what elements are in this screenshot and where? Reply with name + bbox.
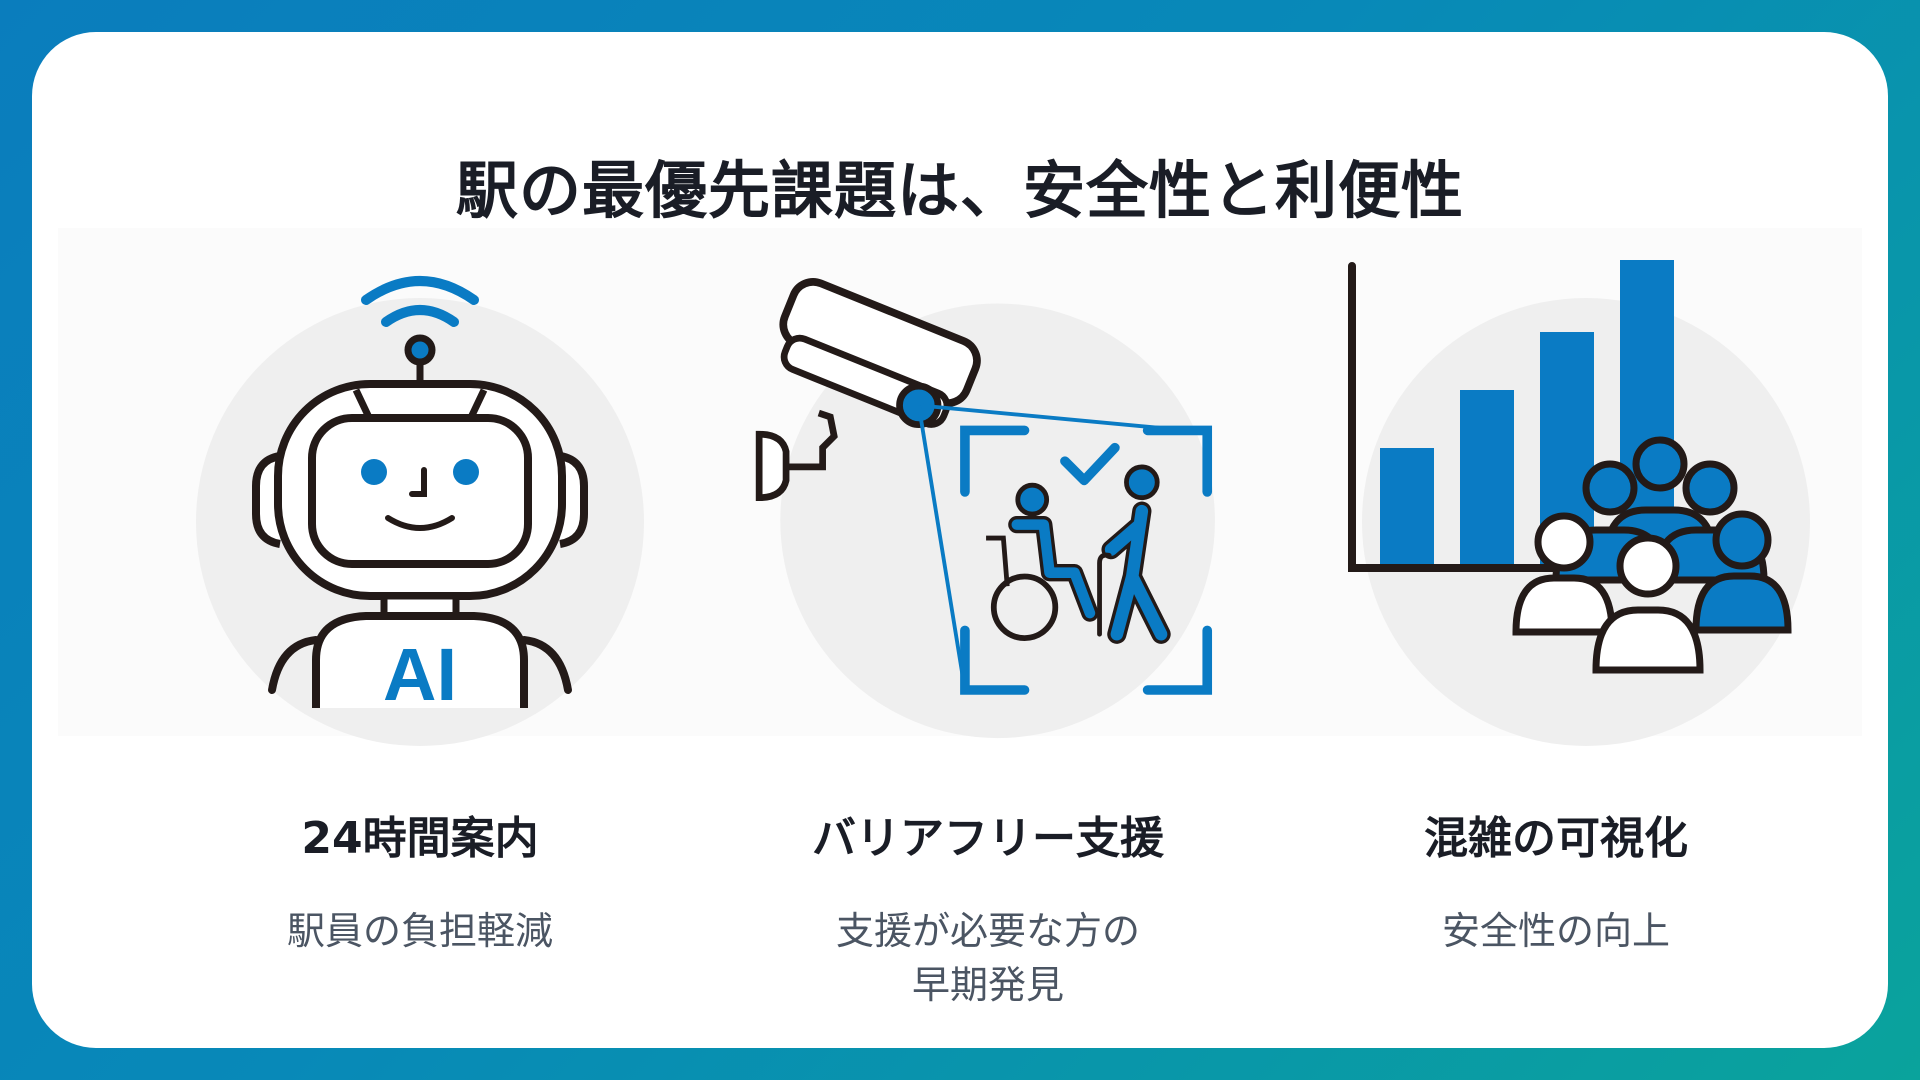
slide-card: 駅の最優先課題は、安全性と利便性 — [32, 32, 1888, 1048]
feature-description: 安全性の向上 — [1276, 904, 1836, 958]
feature-heading: 24時間案内 — [301, 813, 539, 864]
description-line: 早期発見 — [911, 963, 1064, 1007]
feature-description: 駅員の負担軽減 — [140, 904, 700, 958]
ai-robot-icon: AI — [170, 260, 670, 746]
feature-barrier-free-support: バリアフリー支援 支援が必要な方の 早期発見 — [708, 32, 1268, 1048]
svg-text:AI: AI — [383, 633, 457, 716]
description-line: 駅員の負担軽減 — [286, 909, 553, 953]
description-line: 安全性の向上 — [1441, 909, 1670, 953]
feature-heading: 混雑の可視化 — [1424, 813, 1688, 864]
security-camera-accessibility-icon — [738, 260, 1238, 739]
feature-heading: バリアフリー支援 — [812, 813, 1164, 864]
slide-title: 駅の最優先課題は、安全性と利便性 — [455, 154, 1464, 227]
feature-congestion-visualization: 混雑の可視化 安全性の向上 — [1276, 32, 1836, 1048]
description-line: 支援が必要な方の — [835, 909, 1140, 953]
crowd-bar-chart-icon — [1306, 260, 1810, 746]
feature-24h-guidance: AI 24時間案内 駅員の負担軽減 — [140, 32, 700, 1048]
feature-description: 支援が必要な方の 早期発見 — [708, 904, 1268, 1012]
